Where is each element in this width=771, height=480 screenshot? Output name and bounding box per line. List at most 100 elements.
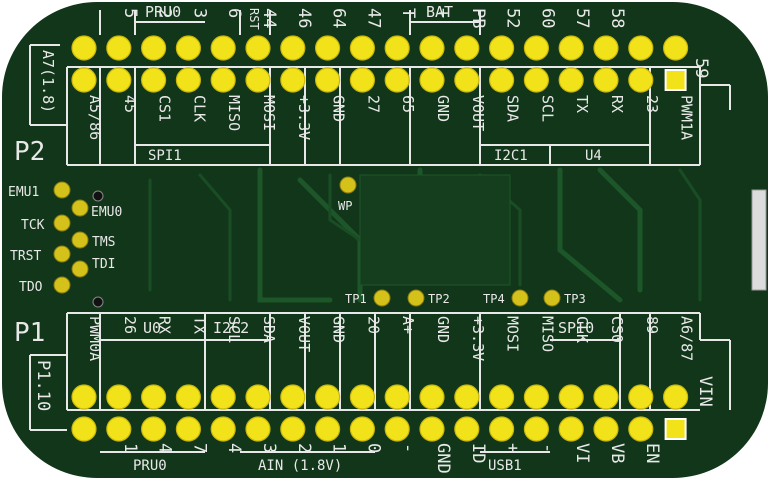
p2-bottom-pin-label: MOSI: [260, 95, 278, 131]
p1-bottom-pin: [106, 416, 132, 442]
p2-bottom-pin-label: SDA: [504, 95, 522, 122]
test-point-tp3: [543, 289, 561, 307]
test-point-group: EMU1 EMU0 TCK TMS TRST TDI TDO WP TP1 TP…: [8, 176, 586, 308]
p1-bottom-pin: [628, 416, 654, 442]
p2-bottom-pin: [558, 67, 584, 93]
p1-group-spi0: SPI0: [558, 319, 594, 337]
p1-side-left-label: P1.10: [33, 360, 53, 411]
p2-bottom-pin-label: CS1: [156, 95, 174, 122]
p1-top-pin: [558, 384, 584, 410]
p1-bottom-pin: [71, 416, 97, 442]
usb-connector-edge: [751, 189, 767, 291]
p2-bottom-pin: [419, 67, 445, 93]
p2-bottom-pin: [384, 67, 410, 93]
p2-top-pin: [419, 35, 445, 61]
mounting-hole-top: [92, 190, 104, 202]
p2-top-pin: [349, 35, 375, 61]
test-point-tdi: [71, 260, 89, 278]
p1-top-pin-label: PWM0A: [86, 316, 104, 361]
test-point-tp4-label: TP4: [483, 292, 505, 306]
p1-bottom-pin-1-square: [664, 418, 687, 440]
p1-silkscreen: [29, 312, 731, 453]
p2-bottom-pin: [454, 67, 480, 93]
p1-bottom-pin: [141, 416, 167, 442]
p2-bottom-pin-label: GND: [434, 95, 452, 122]
p2-top-pin: [593, 35, 619, 61]
p2-top-pin: [141, 35, 167, 61]
p2-bottom-pin: [349, 67, 375, 93]
p1-group-usb1: USB1: [488, 458, 522, 474]
p2-top-pin: [489, 35, 515, 61]
p2-group-bat: BAT: [426, 3, 453, 21]
p2-bottom-pin-label: TX: [573, 95, 591, 113]
p2-bottom-pin: [106, 67, 132, 93]
p1-group-i2c2: I2C2: [213, 319, 249, 337]
p2-top-pin: [175, 35, 201, 61]
p1-bottom-pin: [384, 416, 410, 442]
p1-top-pin-label: 20: [364, 316, 382, 334]
p1-top-pin-label: CLK: [573, 316, 591, 343]
test-point-tck: [53, 214, 71, 232]
test-point-trst: [53, 245, 71, 263]
test-point-wp: [339, 176, 357, 194]
p2-bottom-pin-label: 23: [643, 95, 661, 113]
p2-bottom-pin-label: 45: [121, 95, 139, 113]
p2-side-right-label: 59: [691, 58, 711, 78]
p1-bottom-pin-label: VI: [572, 443, 592, 463]
test-point-tms-label: TMS: [92, 235, 115, 250]
p2-top-pin-label: 57: [572, 8, 592, 28]
p1-top-pin: [384, 384, 410, 410]
p2-top-pin-row: [71, 35, 689, 61]
p2-top-pin-label: 64: [329, 8, 349, 28]
p1-bottom-pin-label: EN: [642, 443, 662, 463]
p1-top-pin-label: A6/87: [678, 316, 696, 361]
p1-top-pin-label: 89: [643, 316, 661, 334]
p1-bottom-pin: [558, 416, 584, 442]
p2-top-pin-label: 58: [607, 8, 627, 28]
p2-top-pin: [523, 35, 550, 61]
p1-top-pin: [628, 384, 654, 410]
p1-bottom-pin-label: -: [398, 443, 418, 453]
p1-bottom-pin: [419, 416, 445, 442]
test-point-tdo: [53, 276, 71, 294]
p1-top-pin: [106, 384, 132, 410]
p2-bottom-pin: [628, 67, 654, 93]
p2-bottom-pin-label: PWM1A: [678, 95, 696, 140]
p1-bottom-pin: [593, 416, 619, 442]
p1-top-pin: [419, 384, 445, 410]
p1-top-pin: [141, 384, 167, 410]
test-point-tp1: [373, 289, 391, 307]
test-point-tms: [71, 231, 89, 249]
p1-top-pin-label: GND: [434, 316, 452, 343]
test-point-tdi-label: TDI: [92, 257, 115, 272]
p2-top-pin-label: 47: [363, 8, 383, 28]
p2-header-label: P2: [14, 137, 45, 167]
p2-top-pin: [454, 35, 480, 61]
p1-header-label: P1: [14, 318, 45, 348]
p1-bottom-pin-label: +: [503, 443, 523, 453]
test-point-emu1: [53, 181, 71, 199]
p2-bottom-pin: [593, 67, 619, 93]
p2-bottom-pin-label: RX: [608, 95, 626, 113]
p1-bottom-pin-label: ID: [468, 443, 488, 463]
p1-top-pin: [593, 384, 619, 410]
p1-bottom-pin-label: GND: [433, 443, 453, 474]
p2-bottom-pin: [315, 67, 341, 93]
p1-bottom-pin: [454, 416, 480, 442]
p2-group-u4: U4: [585, 148, 602, 164]
p1-group-u0: U0: [143, 319, 161, 337]
p1-group-pru0: PRU0: [133, 458, 167, 474]
p2-top-pin-label: 2: [155, 8, 175, 18]
p2-bottom-pin-label: CLK: [190, 95, 208, 122]
p1-top-pin-label: A+: [399, 316, 417, 334]
p1-top-pin: [315, 384, 341, 410]
p1-top-pin: [71, 384, 97, 410]
p1-bottom-pin: [245, 416, 271, 442]
p2-bottom-pin-label: +3.3V: [295, 95, 313, 140]
p2-top-pin: [628, 35, 654, 61]
p2-top-pin-label: 44: [259, 8, 279, 28]
test-point-tp1-label: TP1: [345, 292, 367, 306]
p1-top-pin: [454, 384, 480, 410]
